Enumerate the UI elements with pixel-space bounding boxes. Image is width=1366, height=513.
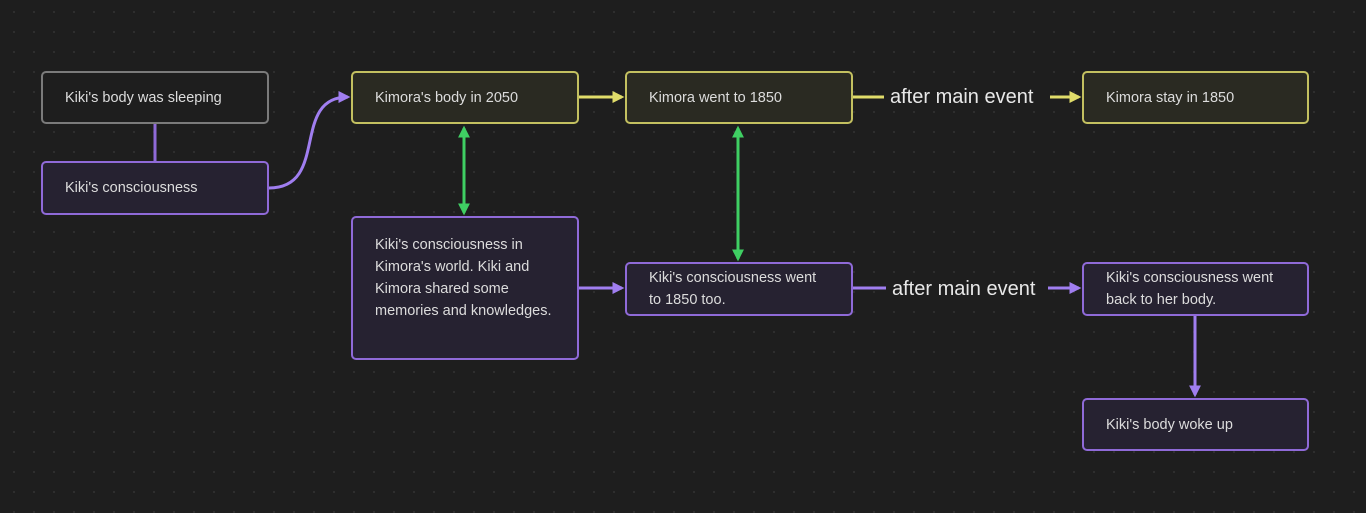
node-kiki-consciousness[interactable]: Kiki's consciousness	[41, 161, 269, 215]
node-kiki-body-sleeping[interactable]: Kiki's body was sleeping	[41, 71, 269, 124]
node-kimora-body-2050[interactable]: Kimora's body in 2050	[351, 71, 579, 124]
node-kimora-stay-1850-text: Kimora stay in 1850	[1106, 89, 1235, 106]
node-kiki-consciousness-back-text: Kiki's consciousness went back to her bo…	[1106, 270, 1274, 308]
node-kimora-went-1850[interactable]: Kimora went to 1850	[625, 71, 853, 124]
node-kiki-body-sleeping-text: Kiki's body was sleeping	[65, 89, 222, 106]
node-kiki-consciousness-kimora-world-text: Kiki's consciousness in Kimora's world. …	[375, 237, 552, 319]
node-kimora-body-2050-text: Kimora's body in 2050	[375, 89, 519, 106]
edge-label-after-main-event-top[interactable]: after main event	[886, 85, 1038, 109]
node-kiki-consciousness-text: Kiki's consciousness	[65, 180, 198, 196]
edge-label-after-main-event-bottom[interactable]: after main event	[888, 277, 1040, 301]
node-kiki-consciousness-back[interactable]: Kiki's consciousness went back to her bo…	[1082, 262, 1309, 316]
edge-consciousness-to-kimora-body	[268, 91, 351, 190]
node-kiki-body-woke-text: Kiki's body woke up	[1106, 416, 1233, 433]
node-kiki-body-woke[interactable]: Kiki's body woke up	[1082, 398, 1309, 451]
node-kiki-consciousness-1850-text: Kiki's consciousness went to 1850 too.	[649, 270, 817, 308]
node-kiki-consciousness-kimora-world[interactable]: Kiki's consciousness in Kimora's world. …	[351, 216, 579, 360]
node-kimora-stay-1850[interactable]: Kimora stay in 1850	[1082, 71, 1309, 124]
node-kiki-consciousness-1850[interactable]: Kiki's consciousness went to 1850 too.	[625, 262, 853, 316]
node-kimora-went-1850-text: Kimora went to 1850	[649, 89, 782, 106]
